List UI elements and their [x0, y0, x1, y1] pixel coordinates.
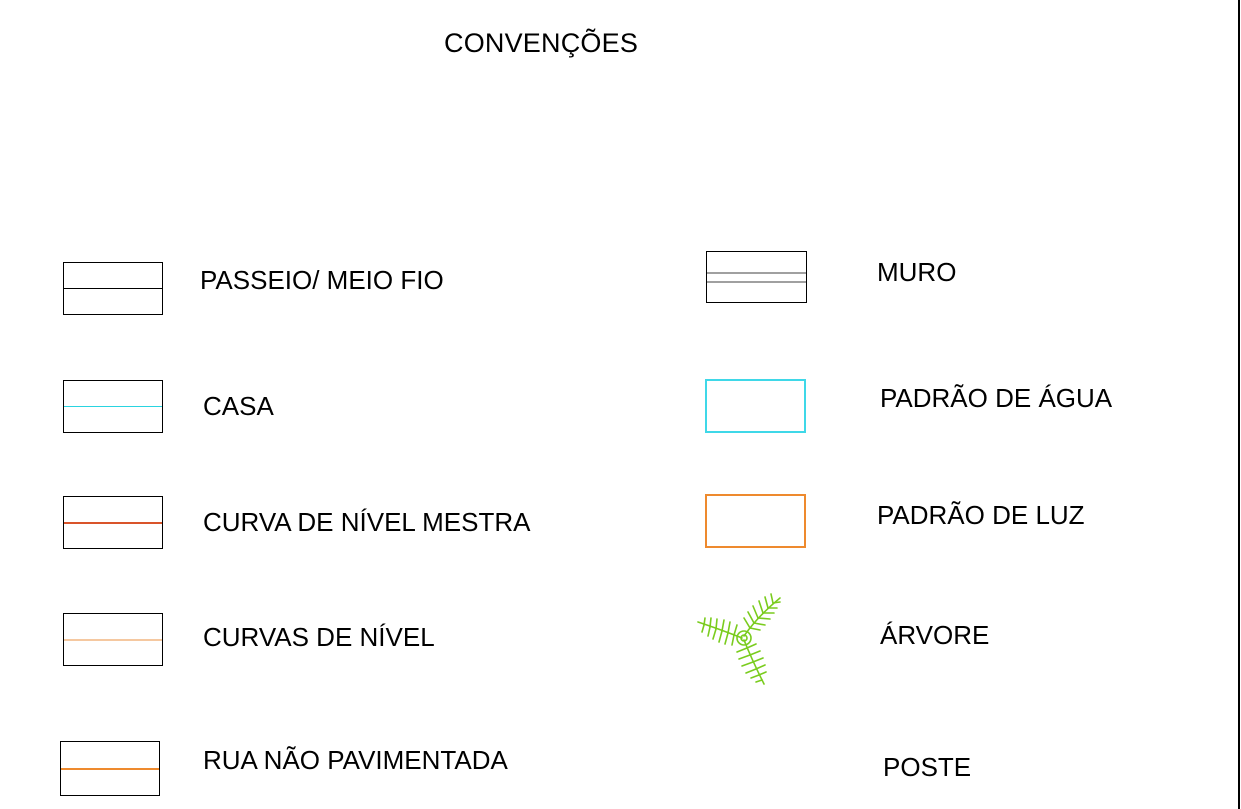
padrao-de-luz-label: PADRÃO DE LUZ [877, 500, 1085, 530]
padrao-de-agua-label: PADRÃO DE ÁGUA [880, 383, 1113, 413]
casa-label: CASA [203, 391, 274, 421]
tree-icon [697, 593, 781, 685]
rua-nao-pavimentada-label: RUA NÃO PAVIMENTADA [203, 745, 508, 775]
arvore-label: ÁRVORE [880, 620, 990, 650]
curvas-de-nivel-label: CURVAS DE NÍVEL [203, 622, 435, 652]
padrao-de-agua-symbol [705, 379, 806, 433]
curva-de-nivel-mestra-label: CURVA DE NÍVEL MESTRA [203, 507, 531, 537]
rua-nao-pavimentada-symbol [60, 741, 160, 796]
legend-title: CONVENÇÕES [444, 28, 639, 58]
curva-de-nivel-mestra-symbol [63, 496, 163, 549]
muro-label: MURO [877, 257, 957, 287]
padrao-de-luz-symbol [705, 494, 806, 548]
curvas-de-nivel-symbol [63, 613, 163, 666]
passeio-meio-fio-symbol [63, 262, 163, 315]
page-right-border [1238, 0, 1240, 809]
passeio-meio-fio-label: PASSEIO/ MEIO FIO [200, 265, 444, 295]
muro-symbol [706, 251, 807, 303]
casa-symbol [63, 380, 163, 433]
poste-label: POSTE [883, 752, 972, 782]
